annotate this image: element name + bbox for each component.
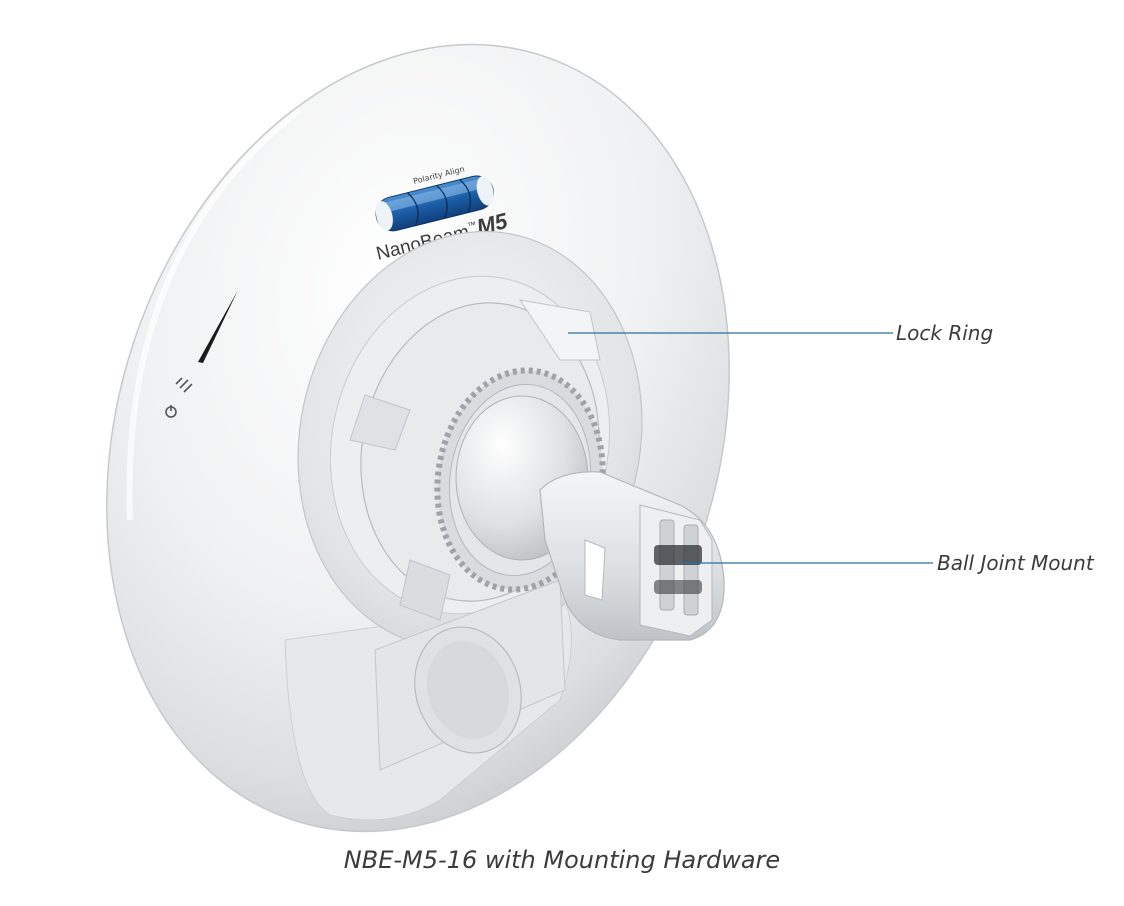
lock-ring-label: Lock Ring: [896, 321, 994, 345]
brand-trademark: ™: [466, 219, 477, 231]
power-icon: [165, 405, 177, 418]
figure-caption: NBE-M5-16 with Mounting Hardware: [343, 846, 781, 874]
port-cover: [374, 579, 566, 771]
signal-icon: [175, 377, 193, 393]
polarity-align-level: [375, 175, 495, 232]
ball-joint-mount-label: Ball Joint Mount: [937, 551, 1094, 575]
mount-arm: [539, 471, 725, 641]
status-led-strip: [198, 290, 238, 363]
